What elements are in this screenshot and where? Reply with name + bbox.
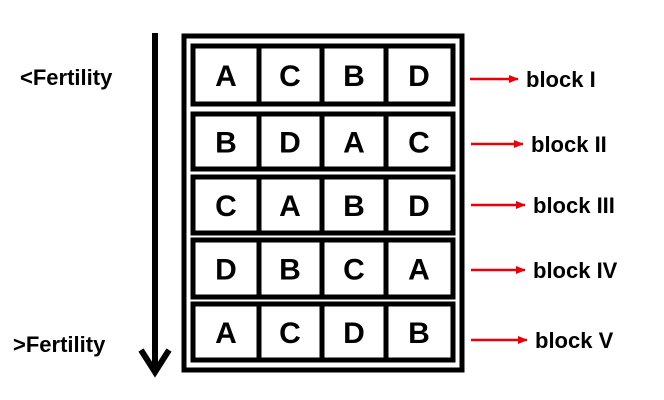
- plot-treatment-label: C: [215, 190, 237, 223]
- fertility-gradient-arrow: [138, 33, 172, 378]
- plot-treatment-label: B: [343, 190, 365, 223]
- block-label: block IV: [533, 258, 618, 283]
- plot-treatment-label: D: [215, 254, 237, 287]
- fertility-high-label: >Fertility: [13, 332, 106, 357]
- plot-treatment-label: C: [279, 60, 301, 93]
- block-label: block II: [531, 132, 607, 157]
- plot-treatment-label: D: [408, 60, 430, 93]
- plot-treatment-label: B: [408, 317, 430, 350]
- fertility-arrow-head-icon: [138, 348, 172, 378]
- plot-treatment-label: C: [279, 317, 301, 350]
- fertility-low-label: <Fertility: [20, 65, 113, 90]
- plot-treatment-label: B: [279, 254, 301, 287]
- block-label: block V: [535, 328, 614, 353]
- plot-treatment-label: D: [279, 127, 301, 160]
- plot-treatment-label: A: [215, 60, 237, 93]
- plot-treatment-label: A: [343, 127, 365, 160]
- plot-treatment-label: D: [408, 190, 430, 223]
- plot-treatment-label: B: [215, 127, 237, 160]
- block-label: block III: [533, 193, 615, 218]
- field-outer-frame: [181, 33, 465, 373]
- block-label: block I: [526, 67, 596, 92]
- plot-treatment-label: A: [408, 254, 430, 287]
- plot-treatment-label: C: [343, 254, 365, 287]
- plot-treatment-label: C: [408, 127, 430, 160]
- plot-treatment-label: D: [343, 317, 365, 350]
- plot-treatment-label: A: [279, 190, 301, 223]
- plot-treatment-label: A: [215, 317, 237, 350]
- plot-treatment-label: B: [343, 60, 365, 93]
